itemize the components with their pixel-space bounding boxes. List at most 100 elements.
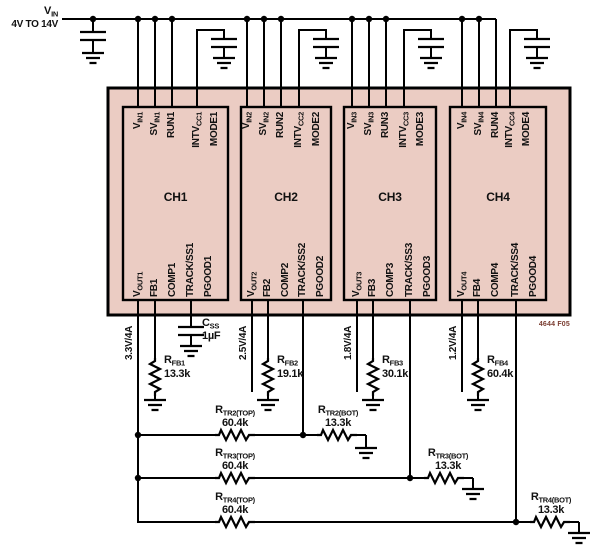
rfb2-label: RFB2 [277,354,298,368]
pin-label-pgood2: PGOOD2 [315,256,326,297]
pin-label-vout3: VOUT3 [351,271,364,297]
intvcc3-capacitor-symbol [416,37,446,49]
pin-label-trackss2: TRACK/SS2 [297,243,308,297]
rtr2-top-value: 60.4k [221,417,249,429]
pin-label-mode1: MODE1 [209,112,220,147]
rtr4-top-value: 60.4k [221,504,249,516]
pin-label-svin4: SVIN4 [473,112,486,136]
pin-label-run1: RUN1 [166,112,177,139]
output-label-ch2: 2.5V/4A [238,325,249,360]
track-row3-wires [138,521,580,532]
rail-to-pin-wires [137,19,497,107]
channel-block-ch1 [121,105,230,302]
channel-block-ch2 [239,105,333,302]
pin-label-fb1: FB1 [149,279,160,297]
rtr3-top-label: RTR3(TOP) [215,447,255,461]
pin-label-vout4: VOUT4 [456,271,469,297]
pin-label-fb2: FB2 [262,279,273,297]
intvcc-cap-wires [196,29,538,107]
pin-label-run4: RUN4 [490,112,501,139]
channel-name-ch2: CH2 [274,190,298,204]
rfb1-label: RFB1 [164,354,185,368]
rtr3-bot-resistor-symbol [422,471,466,485]
rfb3-value: 30.1k [382,368,409,380]
pin-label-intvcc3: INTVCC3 [398,112,411,148]
pin-label-vin4: VIN4 [456,112,469,130]
rfb4-label: RFB4 [487,354,508,368]
pin-label-comp3: COMP3 [385,262,396,297]
ground-symbol [80,51,106,65]
soft-start-cap-label: CSS [202,317,220,331]
rfb4-value: 60.4k [487,368,514,380]
pin-label-pgood1: PGOOD1 [203,256,214,297]
track-row2-wires [138,477,474,488]
pin-label-mode3: MODE3 [415,112,426,147]
pin-label-intvcc1: INTVCC1 [191,112,204,148]
ground-symbol [524,56,550,70]
pin-label-mode2: MODE2 [311,112,322,147]
rtr3-bot-value: 13.3k [434,460,462,472]
pin-label-vin2: VIN2 [241,112,254,130]
channel-name-ch1: CH1 [163,190,188,204]
pin-label-trackss3: TRACK/SS3 [404,243,415,297]
intvcc2-capacitor-symbol [311,37,341,49]
rtr3-top-resistor-symbol [213,471,257,485]
pin-label-vout1: VOUT1 [132,271,145,297]
intvcc4-capacitor-symbol [522,37,552,49]
pin-label-trackss1: TRACK/SS1 [185,243,196,297]
ground-symbol [313,56,339,70]
ground-symbol [460,487,486,501]
rtr2-top-label: RTR2(TOP) [215,404,255,418]
pin-label-vin3: VIN3 [346,112,359,130]
rfb2-resistor-symbol [261,356,275,398]
track-row1-wires [138,434,367,447]
output-label-ch3: 1.8V/4A [343,325,354,360]
pin-label-mode4: MODE4 [521,112,532,147]
vin-label: VIN [44,5,58,19]
soft-start-cap-value: 1µF [202,330,221,342]
rfb2-value: 19.1k [277,368,304,380]
rtr3-top-value: 60.4k [221,460,249,472]
channel-block-ch4 [448,105,548,302]
pin-label-svin2: SVIN2 [258,112,271,136]
rtr4-bot-resistor-symbol [528,515,572,529]
output-label-ch4: 1.2V/4A [448,325,459,360]
channel-name-ch4: CH4 [486,190,510,204]
pin-label-svin1: SVIN1 [149,112,162,136]
ground-symbol [211,56,237,70]
pin-label-comp1: COMP1 [167,262,178,297]
rtr3-bot-label: RTR3(BOT) [427,447,469,461]
pin-label-vout2: VOUT2 [246,271,259,297]
pin-label-intvcc2: INTVCC2 [293,112,306,148]
pin-label-intvcc4: INTVCC4 [504,112,517,148]
pin-label-trackss4: TRACK/SS4 [510,243,521,297]
ground-symbol [465,398,491,412]
rtr4-bot-label: RTR4(BOT) [530,491,572,505]
vout-wires [137,300,463,523]
input-capacitor-symbol [78,30,108,42]
ground-symbol [353,446,379,460]
pin-label-comp4: COMP4 [490,262,501,297]
rfb3-label: RFB3 [382,354,403,368]
rfb1-resistor-symbol [148,356,162,398]
channel-block-ch3 [342,105,438,302]
rtr4-bot-value: 13.3k [537,504,565,516]
pin-label-comp2: COMP2 [280,262,291,297]
junction-dots [89,15,520,526]
soft-start-capacitor-symbol [176,325,206,337]
pin-label-run2: RUN2 [275,112,286,139]
pin-label-fb3: FB3 [367,279,378,297]
pin-label-run3: RUN3 [380,112,391,139]
figure-note: 4644 F05 [538,321,570,328]
track-ss-wires [302,300,517,522]
pin-label-pgood4: PGOOD4 [528,256,539,297]
intvcc1-capacitor-symbol [209,37,239,49]
channel-name-ch3: CH3 [378,190,402,204]
rfb4-resistor-symbol [471,356,485,398]
pin-label-fb4: FB4 [472,279,483,297]
rtr2-top-resistor-symbol [213,428,257,442]
rtr2-bot-label: RTR2(BOT) [317,404,359,418]
rtr2-bot-value: 13.3k [324,417,352,429]
